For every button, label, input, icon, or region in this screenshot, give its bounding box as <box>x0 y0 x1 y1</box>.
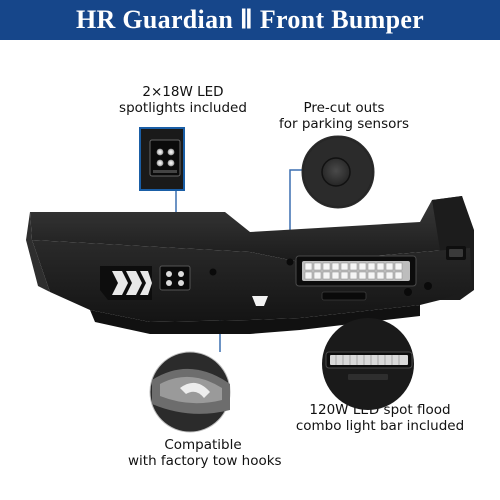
tow-hook-callout <box>149 351 231 433</box>
sensors-label-line1: Pre-cut outs <box>303 100 385 116</box>
spotlights-label-line2: spotlights included <box>119 100 247 116</box>
spotlights-label-line1: 2×18W LED <box>142 84 224 100</box>
light-bar-leds <box>304 262 403 280</box>
sensor-hole-icon <box>321 157 351 187</box>
light-bar-label-line2: combo light bar included <box>295 418 465 434</box>
light-bar-label-line1: 120W LED spot flood <box>309 402 451 418</box>
spotlight-callout <box>139 127 185 191</box>
sensors-label-line2: for parking sensors <box>278 116 409 132</box>
led-light-bar-icon <box>330 355 408 365</box>
led-spotlight-icon <box>156 148 164 156</box>
sensor-callout <box>301 135 375 209</box>
bumper-body <box>26 196 474 334</box>
title-banner: HR Guardian Ⅱ Front Bumper <box>0 0 500 40</box>
tow-hooks-label: Compatible with factory tow hooks <box>128 437 282 469</box>
page-title: HR Guardian Ⅱ Front Bumper <box>75 5 425 34</box>
light-bar-callout <box>322 318 414 410</box>
tow-hooks-label-line2: with factory tow hooks <box>128 453 282 469</box>
light-bar-label: 120W LED spot flood combo light bar incl… <box>282 402 478 434</box>
tow-hook-icon <box>180 382 210 398</box>
sensors-label: Pre-cut outs for parking sensors <box>264 100 424 132</box>
tow-hooks-label-line1: Compatible <box>164 437 242 453</box>
spotlights-label: 2×18W LED spotlights included <box>118 84 248 116</box>
